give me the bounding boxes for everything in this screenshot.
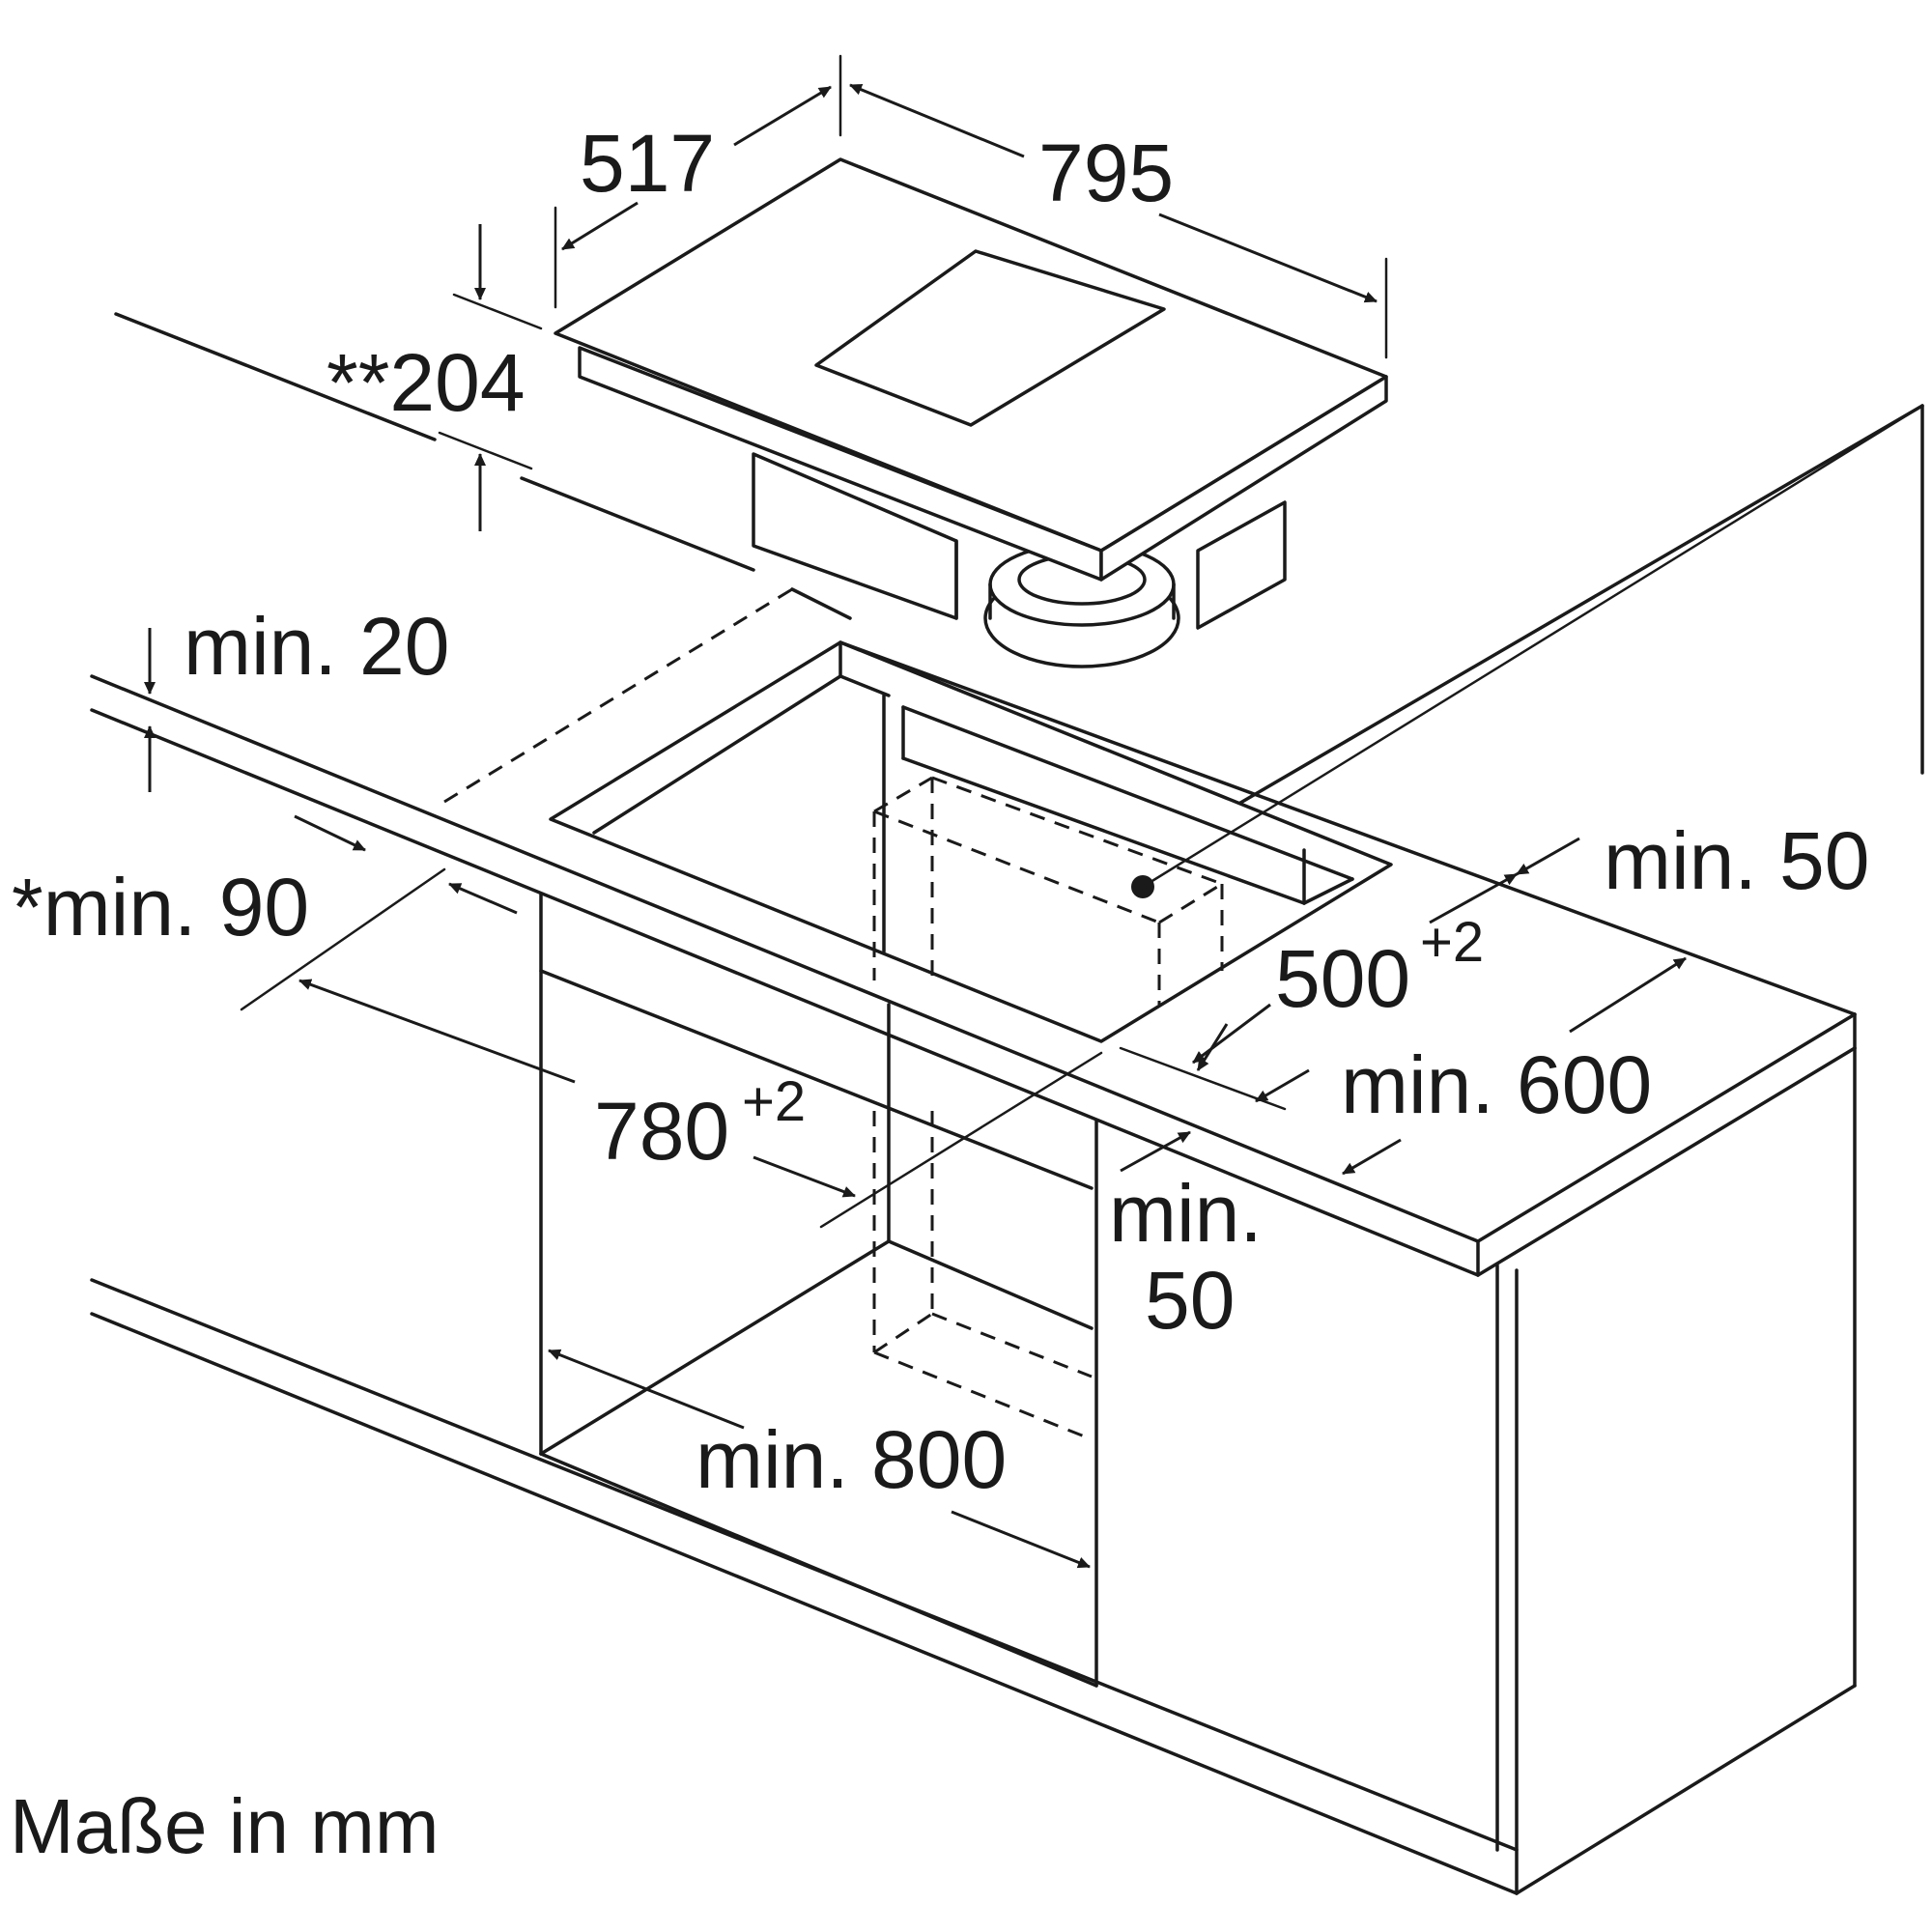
label-500-tolerance: +2 [1420, 911, 1484, 974]
base-cabinets [90, 892, 1857, 1895]
back-wall [114, 312, 1924, 852]
label-min-50-front-line2: 50 [1145, 1255, 1235, 1346]
alignment-line [443, 587, 793, 804]
label-min-600: min. 600 [1341, 1039, 1652, 1130]
label-min-50-right: min. 50 [1604, 815, 1869, 906]
label-780-tolerance: +2 [742, 1070, 806, 1133]
dimension-lines [144, 54, 1687, 1569]
alignment-line-2 [240, 867, 446, 1011]
label-min-800: min. 800 [696, 1414, 1007, 1505]
label-min-20: min. 20 [184, 601, 449, 692]
countertop-cutout [549, 404, 1924, 1043]
label-204: **204 [327, 337, 526, 428]
label-517: 517 [580, 118, 715, 209]
countertop [90, 640, 1857, 1277]
label-min-50-front-line1: min. [1109, 1168, 1263, 1259]
dimension-labels: 795 517 **204 min. 20 *min. 90 min. 50 5… [10, 118, 1869, 1869]
label-795: 795 [1038, 128, 1174, 218]
label-780: 780 [594, 1086, 729, 1177]
label-500: 500 [1275, 933, 1410, 1024]
label-min-90: *min. 90 [12, 862, 309, 952]
units-caption: Maße in mm [10, 1783, 440, 1869]
hob-appliance [554, 157, 1388, 668]
